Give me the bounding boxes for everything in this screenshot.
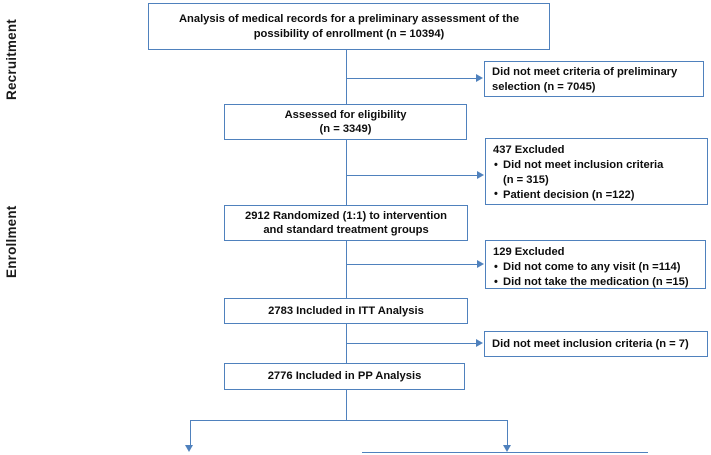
connector-branch-excluded-437 [346,175,477,176]
node-excluded-437-title: 437 Excluded [493,144,565,156]
connector-split-left-arm [190,420,191,446]
connector-pp-to-split [346,390,347,421]
node-itt-analysis: 2783 Included in ITT Analysis [224,298,468,324]
list-item: Did not meet inclusion criteria (n = 315… [493,158,702,187]
node-itt-analysis-line1: 2783 Included in ITT Analysis [268,304,424,317]
connector-split-right-arm [507,420,508,446]
node-excluded-437-item1-text: Patient decision (n =122) [503,188,635,201]
connector-eligibility-to-randomized [346,140,347,205]
phase-label-enrollment: Enrollment [4,205,19,279]
node-screening-line2: possibility of enrollment (n = 10394) [253,27,445,40]
connector-itt-to-pp [346,324,347,364]
node-excluded-129-item0-text: Did not come to any visit (n =114) [503,261,681,274]
node-excluded-7-line1: Did not meet inclusion criteria (n = 7) [492,338,689,351]
connector-branch-excluded-7 [346,343,476,344]
connector-split-bar [190,420,508,421]
node-screening-records: Analysis of medical records for a prelim… [148,3,550,50]
arrowhead-excluded-7 [476,339,483,347]
node-excluded-preliminary-line1: Did not meet criteria of preliminary [492,66,678,79]
list-item: Patient decision (n =122) [493,187,702,203]
connector-screening-to-eligibility [346,50,347,104]
arrowhead-left-arm [185,445,193,452]
node-assessed-eligibility-line2: (n = 3349) [319,123,372,135]
list-item: Did not take the medication (n =15) [493,275,700,290]
list-item: Did not come to any visit (n =114) [493,260,700,275]
connector-randomized-to-itt [346,241,347,299]
node-randomized-line1: 2912 Randomized (1:1) to intervention [244,209,448,222]
arrowhead-preliminary-exclusion [476,74,483,82]
node-pp-analysis: 2776 Included in PP Analysis [224,363,465,390]
node-excluded-preliminary-line2: selection (n = 7045) [492,80,596,93]
node-excluded-129: 129 Excluded Did not come to any visit (… [485,240,706,289]
arrowhead-excluded-437 [477,171,484,179]
node-excluded-129-item1-text: Did not take the medication (n =15) [503,276,689,289]
node-pp-analysis-line1: 2776 Included in PP Analysis [267,370,422,383]
arrowhead-right-arm [503,445,511,452]
node-excluded-preliminary: Did not meet criteria of preliminary sel… [484,61,704,97]
node-excluded-129-title: 129 Excluded [493,246,565,258]
connector-branch-preliminary-exclusion [346,78,476,79]
node-excluded-437: 437 Excluded Did not meet inclusion crit… [485,138,708,205]
node-excluded-7: Did not meet inclusion criteria (n = 7) [484,331,708,357]
node-excluded-437-item0-text: Did not meet inclusion criteria [503,159,664,172]
connector-branch-excluded-129 [346,264,477,265]
node-randomized: 2912 Randomized (1:1) to intervention an… [224,205,468,241]
node-excluded-129-list: Did not come to any visit (n =114) Did n… [493,260,700,290]
phase-label-recruitment: Recruitment [4,19,19,101]
node-excluded-437-item0-cont: (n = 315) [503,173,549,186]
node-assessed-eligibility: Assessed for eligibility (n = 3349) [224,104,467,140]
node-excluded-437-list: Did not meet inclusion criteria (n = 315… [493,158,702,202]
arrowhead-excluded-129 [477,260,484,268]
node-right-arm-partial-top-edge [362,452,648,453]
node-randomized-line2: and standard treatment groups [263,224,429,236]
node-assessed-eligibility-line1: Assessed for eligibility [284,108,407,121]
node-screening-line1: Analysis of medical records for a prelim… [178,13,520,26]
